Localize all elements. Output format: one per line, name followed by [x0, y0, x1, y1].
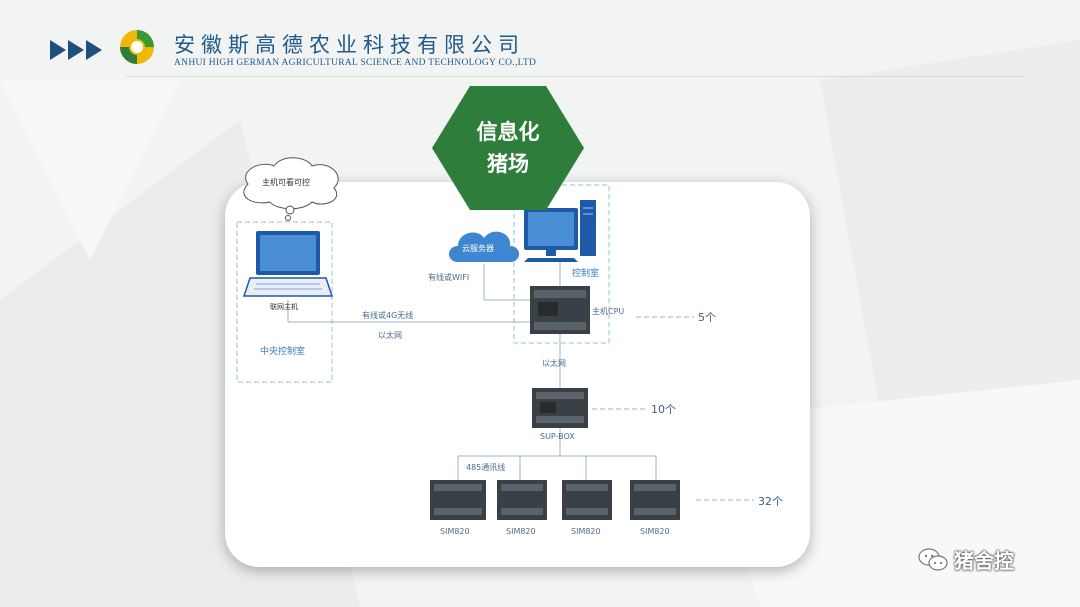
sim-module-icon [630, 480, 680, 520]
cloud-server-icon [449, 231, 519, 262]
company-name-en: ANHUI HIGH GERMAN AGRICULTURAL SCIENCE A… [174, 58, 537, 68]
ethernet-down-label: 以太网 [542, 359, 566, 368]
bubble-text: 主机可看可控 [262, 178, 310, 187]
sim-module-icon [562, 480, 612, 520]
watermark-text: 猪舍控 [954, 549, 1014, 573]
sim-module-icon [430, 480, 486, 520]
title-line1: 信息化 [476, 120, 540, 144]
laptop-icon [242, 231, 334, 297]
wired-wifi-label: 有线或WIFI [428, 273, 470, 282]
sim-label: SIM820 [640, 527, 670, 536]
desktop-pc-icon [524, 200, 596, 262]
wechat-icon [918, 547, 948, 571]
central-room-label: 中央控制室 [260, 347, 306, 357]
sim-count: 32个 [758, 495, 783, 508]
cpu-label: 主机CPU [592, 307, 625, 316]
host-label: 联网主机 [270, 303, 298, 311]
connection-lines [287, 262, 657, 480]
sim-module-icon [497, 480, 547, 520]
cloud-label: 云服务器 [462, 244, 494, 253]
thought-bubble [243, 157, 339, 221]
ethernet-left-label: 以太网 [378, 331, 402, 340]
sim-label: SIM820 [571, 527, 601, 536]
wechat-watermark: 猪舍控 [918, 545, 1014, 574]
company-name-cn: 安徽斯高德农业科技有限公司 [174, 33, 525, 57]
chevron-arrows-icon [50, 40, 102, 60]
control-room-box [513, 184, 610, 344]
cpu-module-icon [530, 286, 590, 334]
count-leaders [592, 316, 754, 501]
title-line2: 猪场 [487, 152, 529, 176]
sim-label: SIM820 [506, 527, 536, 536]
header: 安徽斯高德农业科技有限公司 ANHUI HIGH GERMAN AGRICULT… [0, 0, 1080, 80]
sim-label: SIM820 [440, 527, 470, 536]
header-divider [126, 76, 1026, 77]
company-logo [120, 30, 154, 64]
supbox-label: SUP-BOX [540, 432, 575, 441]
wired-4g-label: 有线或4G无线 [362, 311, 414, 320]
supbox-module-icon [532, 388, 588, 428]
supbox-count: 10个 [651, 403, 676, 416]
rs485-label: 485通讯线 [466, 463, 506, 472]
cpu-count: 5个 [698, 311, 716, 324]
control-room-label: 控制室 [572, 269, 600, 279]
